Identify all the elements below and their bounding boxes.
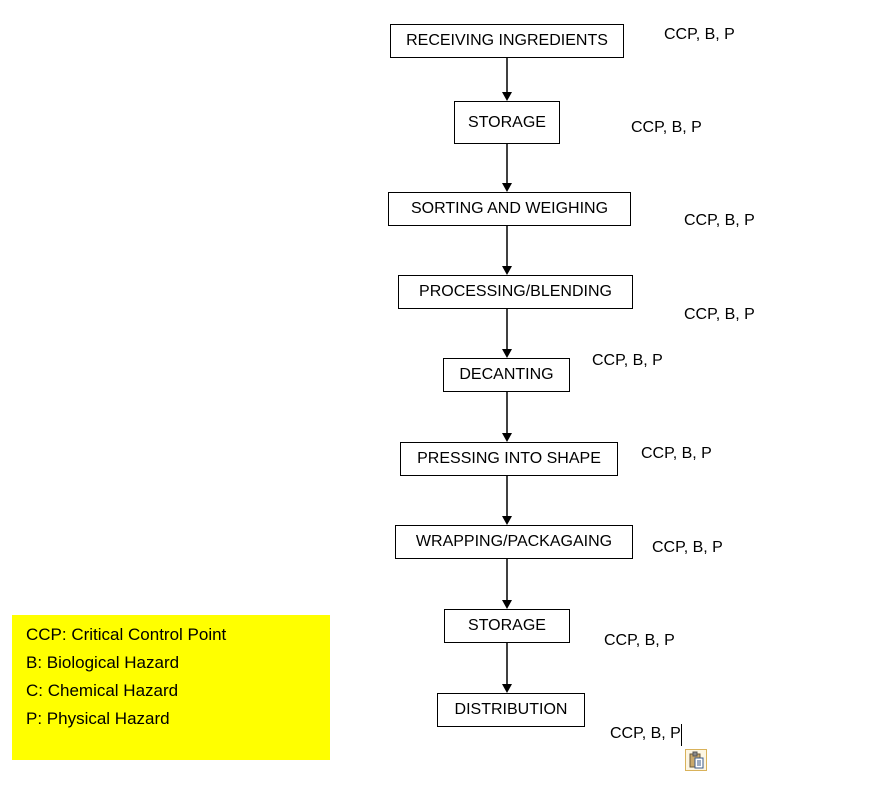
arrowhead [502, 92, 512, 101]
text-cursor [681, 724, 682, 746]
legend-item-biological: B: Biological Hazard [26, 653, 180, 672]
hazard-tag-processing-blending: CCP, B, P [684, 306, 755, 323]
step-final-storage: STORAGE [444, 609, 570, 643]
legend-item-chemical: C: Chemical Hazard [26, 681, 179, 700]
step-distribution: DISTRIBUTION [437, 693, 585, 727]
step-processing-blending: PROCESSING/BLENDING [398, 275, 633, 309]
arrowhead [502, 433, 512, 442]
arrowhead [502, 349, 512, 358]
hazard-tag-storage: CCP, B, P [631, 119, 702, 136]
paste-options-button[interactable] [685, 749, 707, 771]
hazard-tag-wrapping-packaging: CCP, B, P [652, 539, 723, 556]
arrowhead [502, 600, 512, 609]
step-storage: STORAGE [454, 101, 560, 144]
legend-item-ccp: CCP: Critical Control Point [26, 625, 227, 644]
step-wrapping-packaging: WRAPPING/PACKAGAING [395, 525, 633, 559]
arrowhead [502, 684, 512, 693]
step-decanting: DECANTING [443, 358, 570, 392]
arrowhead [502, 183, 512, 192]
hazard-tag-final-storage: CCP, B, P [604, 632, 675, 649]
hazard-tag-pressing-into-shape: CCP, B, P [641, 445, 712, 462]
legend-box: CCP: Critical Control Point B: Biologica… [12, 615, 330, 760]
hazard-tag-sorting-and-weighing: CCP, B, P [684, 212, 755, 229]
hazard-tag-receiving-ingredients: CCP, B, P [664, 26, 735, 43]
paste-options-icon [689, 751, 704, 769]
legend-item-physical: P: Physical Hazard [26, 709, 170, 728]
hazard-tag-decanting: CCP, B, P [592, 352, 663, 369]
step-pressing-into-shape: PRESSING INTO SHAPE [400, 442, 618, 476]
hazard-tag-distribution[interactable]: CCP, B, P [610, 725, 681, 742]
arrowhead [502, 516, 512, 525]
step-receiving-ingredients: RECEIVING INGREDIENTS [390, 24, 624, 58]
arrowhead [502, 266, 512, 275]
step-sorting-and-weighing: SORTING AND WEIGHING [388, 192, 631, 226]
